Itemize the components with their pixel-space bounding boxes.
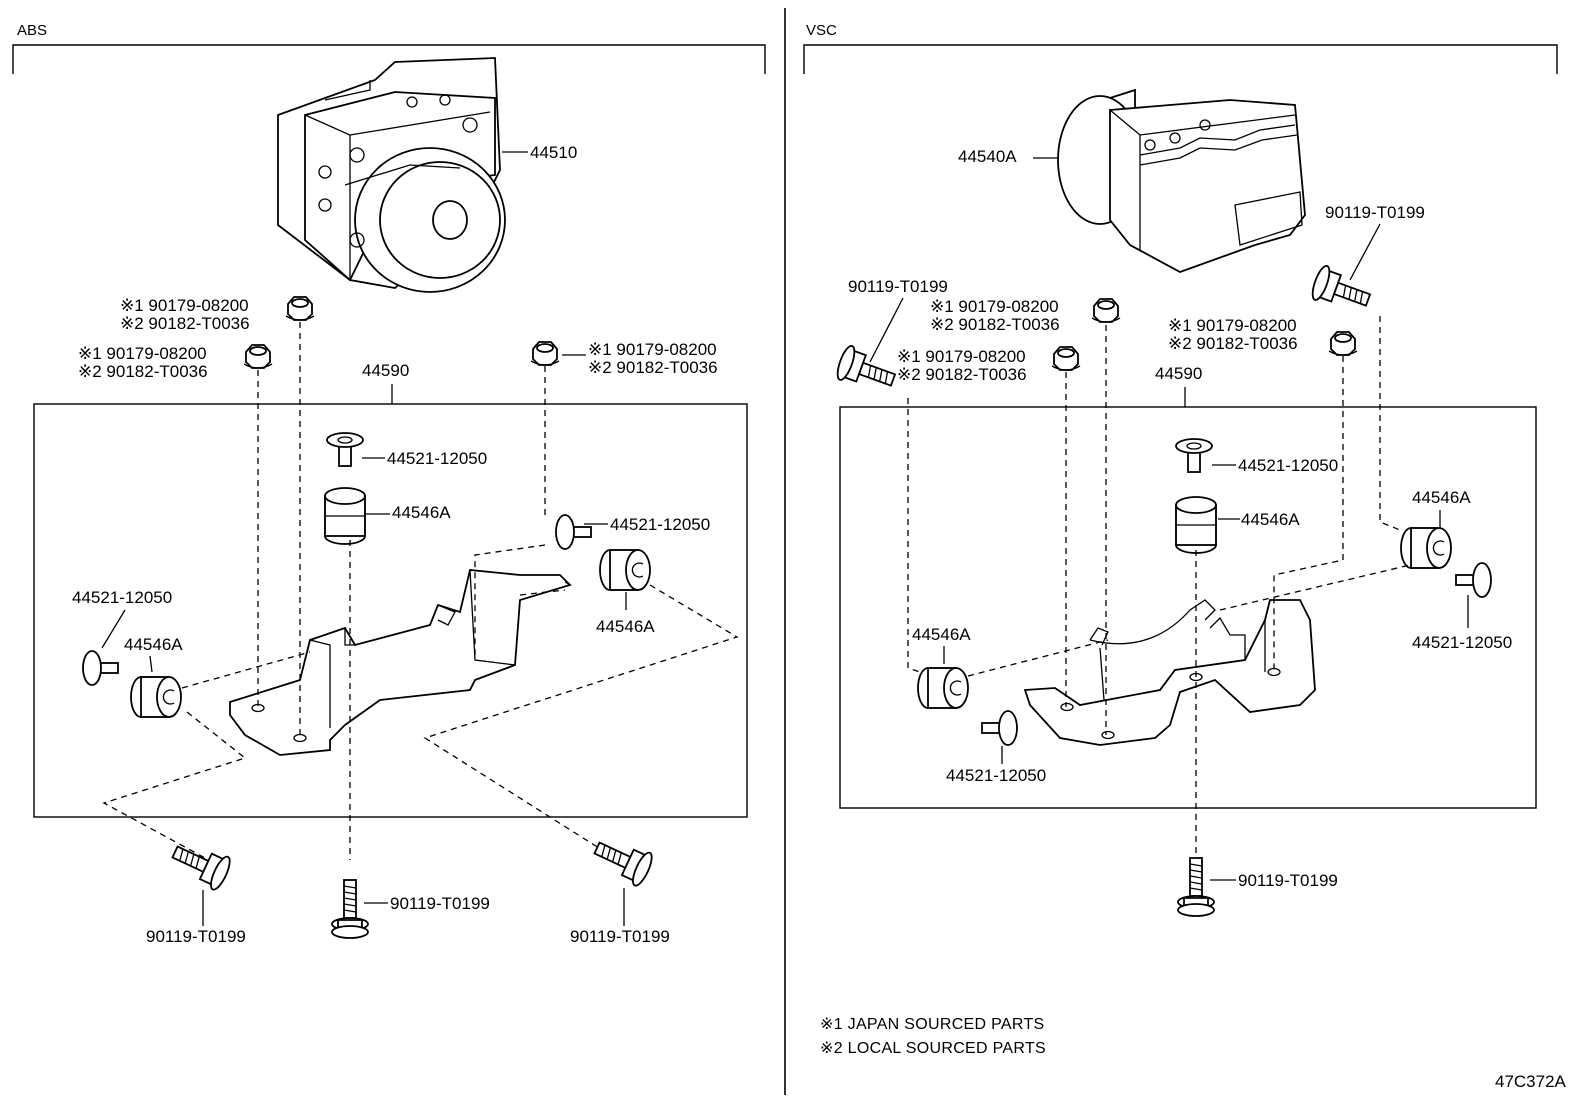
abs-actuator — [277, 57, 506, 293]
vsc-mounting-bracket — [1023, 599, 1316, 746]
vsc-nut-a — [1091, 298, 1121, 323]
vsc-collar-top — [1175, 438, 1213, 473]
abs-collar-top-label: 44521-12050 — [387, 449, 487, 468]
abs-nut-upper-label-1: ※1 90179-08200 — [120, 296, 249, 315]
abs-cushion-top-label: 44546A — [392, 503, 451, 522]
vsc-nut-c — [1328, 331, 1358, 356]
abs-nut-mid-label-1: ※1 90179-08200 — [78, 344, 207, 363]
vsc-actuator — [1057, 88, 1306, 273]
abs-nut-upper-label-2: ※2 90182-T0036 — [120, 314, 250, 333]
vsc-bracket-line — [803, 44, 1558, 74]
vsc-bolt-bottom-label: 90119-T0199 — [1238, 871, 1338, 890]
note-japan-sourced: ※1 JAPAN SOURCED PARTS — [820, 1016, 1045, 1033]
vsc-nut-b-label-1: ※1 90179-08200 — [897, 347, 1026, 366]
vsc-cushion-right-label: 44546A — [1412, 488, 1471, 507]
abs-bolt-right-label: 90119-T0199 — [570, 927, 670, 946]
vsc-bolt-bottom — [1177, 857, 1215, 917]
abs-nut-right-label-2: ※2 90182-T0036 — [588, 358, 718, 377]
vsc-collar-top-label: 44521-12050 — [1238, 456, 1338, 475]
vsc-cushion-left-label: 44546A — [912, 625, 971, 644]
vsc-actuator-label: 44540A — [958, 147, 1017, 166]
abs-collar-left — [82, 650, 119, 686]
abs-cushion-right — [599, 549, 651, 591]
abs-nut-right — [530, 341, 560, 366]
vsc-nut-a-label-2: ※2 90182-T0036 — [930, 315, 1060, 334]
abs-nut-mid-label-2: ※2 90182-T0036 — [78, 362, 208, 381]
vsc-collar-left-label: 44521-12050 — [946, 766, 1046, 785]
abs-cushion-right-label: 44546A — [596, 617, 655, 636]
abs-collar-left-label: 44521-12050 — [72, 588, 172, 607]
vsc-cushion-top — [1175, 496, 1217, 554]
note-local-sourced: ※2 LOCAL SOURCED PARTS — [820, 1040, 1046, 1057]
vsc-collar-right — [1455, 562, 1492, 598]
vsc-bracket-label: 44590 — [1155, 364, 1202, 383]
vsc-nut-a-label-1: ※1 90179-08200 — [930, 297, 1059, 316]
abs-nut-right-label-1: ※1 90179-08200 — [588, 340, 717, 359]
abs-bracket-line — [12, 44, 766, 74]
vsc-bolt-right-top-label: 90119-T0199 — [1325, 203, 1425, 222]
abs-bolt-center — [331, 879, 369, 939]
vsc-cushion-right — [1400, 527, 1452, 569]
abs-bolt-center-label: 90119-T0199 — [390, 894, 490, 913]
abs-cushion-top — [324, 487, 366, 545]
figure-code: 47C372A — [1495, 1072, 1567, 1091]
abs-collar-right — [555, 514, 592, 550]
abs-bolt-left — [166, 834, 235, 893]
abs-bracket-label: 44590 — [362, 361, 409, 380]
abs-collar-top — [326, 432, 364, 467]
abs-mounting-bracket — [229, 569, 572, 756]
vsc-cushion-top-label: 44546A — [1241, 510, 1300, 529]
abs-bracket-box — [33, 403, 748, 818]
abs-cushion-left — [130, 676, 182, 718]
abs-actuator-label: 44510 — [530, 143, 577, 162]
vsc-collar-left — [981, 710, 1018, 746]
section-label-vsc: VSC — [806, 22, 837, 39]
abs-bolt-right — [588, 830, 657, 889]
section-label-abs: ABS — [17, 22, 47, 39]
vsc-nut-c-label-2: ※2 90182-T0036 — [1168, 334, 1298, 353]
vsc-bolt-right-top — [1308, 263, 1376, 318]
vsc-bolt-left-top-label: 90119-T0199 — [848, 277, 948, 296]
abs-nut-upper — [285, 296, 315, 321]
vsc-cushion-left — [917, 667, 969, 709]
vsc-nut-b-label-2: ※2 90182-T0036 — [897, 365, 1027, 384]
vsc-bolt-left-top — [833, 343, 901, 398]
vsc-bracket-box — [839, 406, 1537, 809]
abs-cushion-left-label: 44546A — [124, 635, 183, 654]
vsc-nut-b — [1051, 346, 1081, 371]
vsc-nut-c-label-1: ※1 90179-08200 — [1168, 316, 1297, 335]
abs-collar-right-label: 44521-12050 — [610, 515, 710, 534]
abs-bolt-left-label: 90119-T0199 — [146, 927, 246, 946]
vsc-collar-right-label: 44521-12050 — [1412, 633, 1512, 652]
abs-nut-mid — [243, 344, 273, 369]
